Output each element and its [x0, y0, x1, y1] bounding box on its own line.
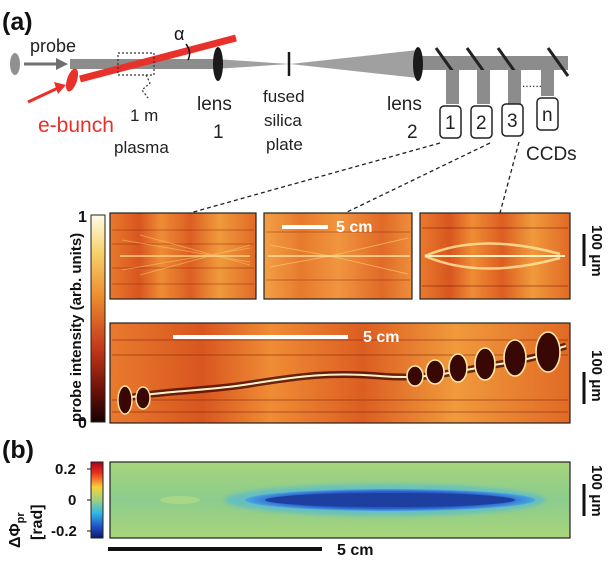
ccd-dots: ...... [522, 76, 542, 90]
probe-arrowhead [56, 58, 68, 70]
phase-um-label: 100 μm [588, 465, 605, 517]
lens-2-word: lens [387, 94, 422, 115]
alpha-label: α [174, 24, 184, 44]
ebunch-bunch [65, 68, 79, 92]
colorbar-min: 0 [78, 415, 87, 432]
ccd-3-number: 3 [507, 111, 518, 132]
panel-a-label: (a) [2, 8, 33, 36]
ccd-boxes [439, 97, 559, 139]
probe-label: probe [30, 36, 76, 56]
probe-source [10, 53, 20, 75]
phase-cm-label: 5 cm [337, 542, 373, 559]
full-length-image [109, 322, 571, 424]
um-label-bottom: 100 μm [588, 350, 605, 402]
lens-1-number: 1 [213, 122, 224, 143]
ebunch-beam [79, 34, 237, 83]
lens-1-word: lens [197, 94, 232, 115]
phase-tick-top: 0.2 [55, 461, 76, 478]
phase-axis-label: ΔΦpr [7, 512, 27, 548]
scale-label-bottom: 5 cm [363, 329, 399, 346]
colorbar-label: probe intensity (arb. units) [68, 233, 85, 422]
phase-map [109, 461, 571, 539]
ccd-n-number: n [542, 105, 553, 126]
ccd-2-number: 2 [476, 113, 487, 134]
phase-unit-label: [rad] [29, 504, 46, 540]
lens-2 [413, 47, 423, 81]
phase-ticks [87, 468, 91, 532]
plasma-leader [141, 74, 151, 99]
ccd-1-number: 1 [445, 113, 456, 134]
diverging-beam [290, 50, 418, 78]
silica-label: silica [264, 111, 302, 130]
intensity-colorbar [90, 214, 106, 423]
ccd-image-1 [109, 212, 257, 300]
lens-1 [213, 47, 223, 81]
alpha-arc [185, 43, 191, 61]
focused-beam-1 [215, 59, 290, 69]
scale-label-top: 5 cm [336, 219, 372, 236]
phase-symbol: ΔΦ [7, 523, 24, 548]
plasma-length: 1 m [130, 106, 158, 125]
plate-label: plate [266, 135, 303, 154]
phase-subscript: pr [15, 512, 27, 524]
ebunch-arrowhead [54, 82, 66, 94]
plasma-box [117, 52, 155, 76]
imaging-beam [418, 56, 568, 70]
ccd-image-connectors [189, 141, 520, 214]
phase-tick-bottom: -0.2 [51, 523, 77, 540]
ebunch-label: e-bunch [38, 114, 114, 137]
fused-label: fused [263, 87, 305, 106]
panel-b-label: (b) [2, 436, 34, 464]
pick-off-arms [446, 70, 554, 104]
plasma-label: plasma [114, 138, 169, 157]
ebunch-arrow [27, 86, 59, 104]
phase-tick-mid: 0 [68, 492, 76, 509]
ccds-label: CCDs [526, 144, 577, 165]
um-label-top: 100 μm [588, 225, 605, 277]
ccd-image-3 [419, 212, 571, 300]
phase-colorbar [90, 461, 104, 539]
colorbar-max: 1 [78, 209, 87, 226]
lens-2-number: 2 [407, 122, 418, 143]
